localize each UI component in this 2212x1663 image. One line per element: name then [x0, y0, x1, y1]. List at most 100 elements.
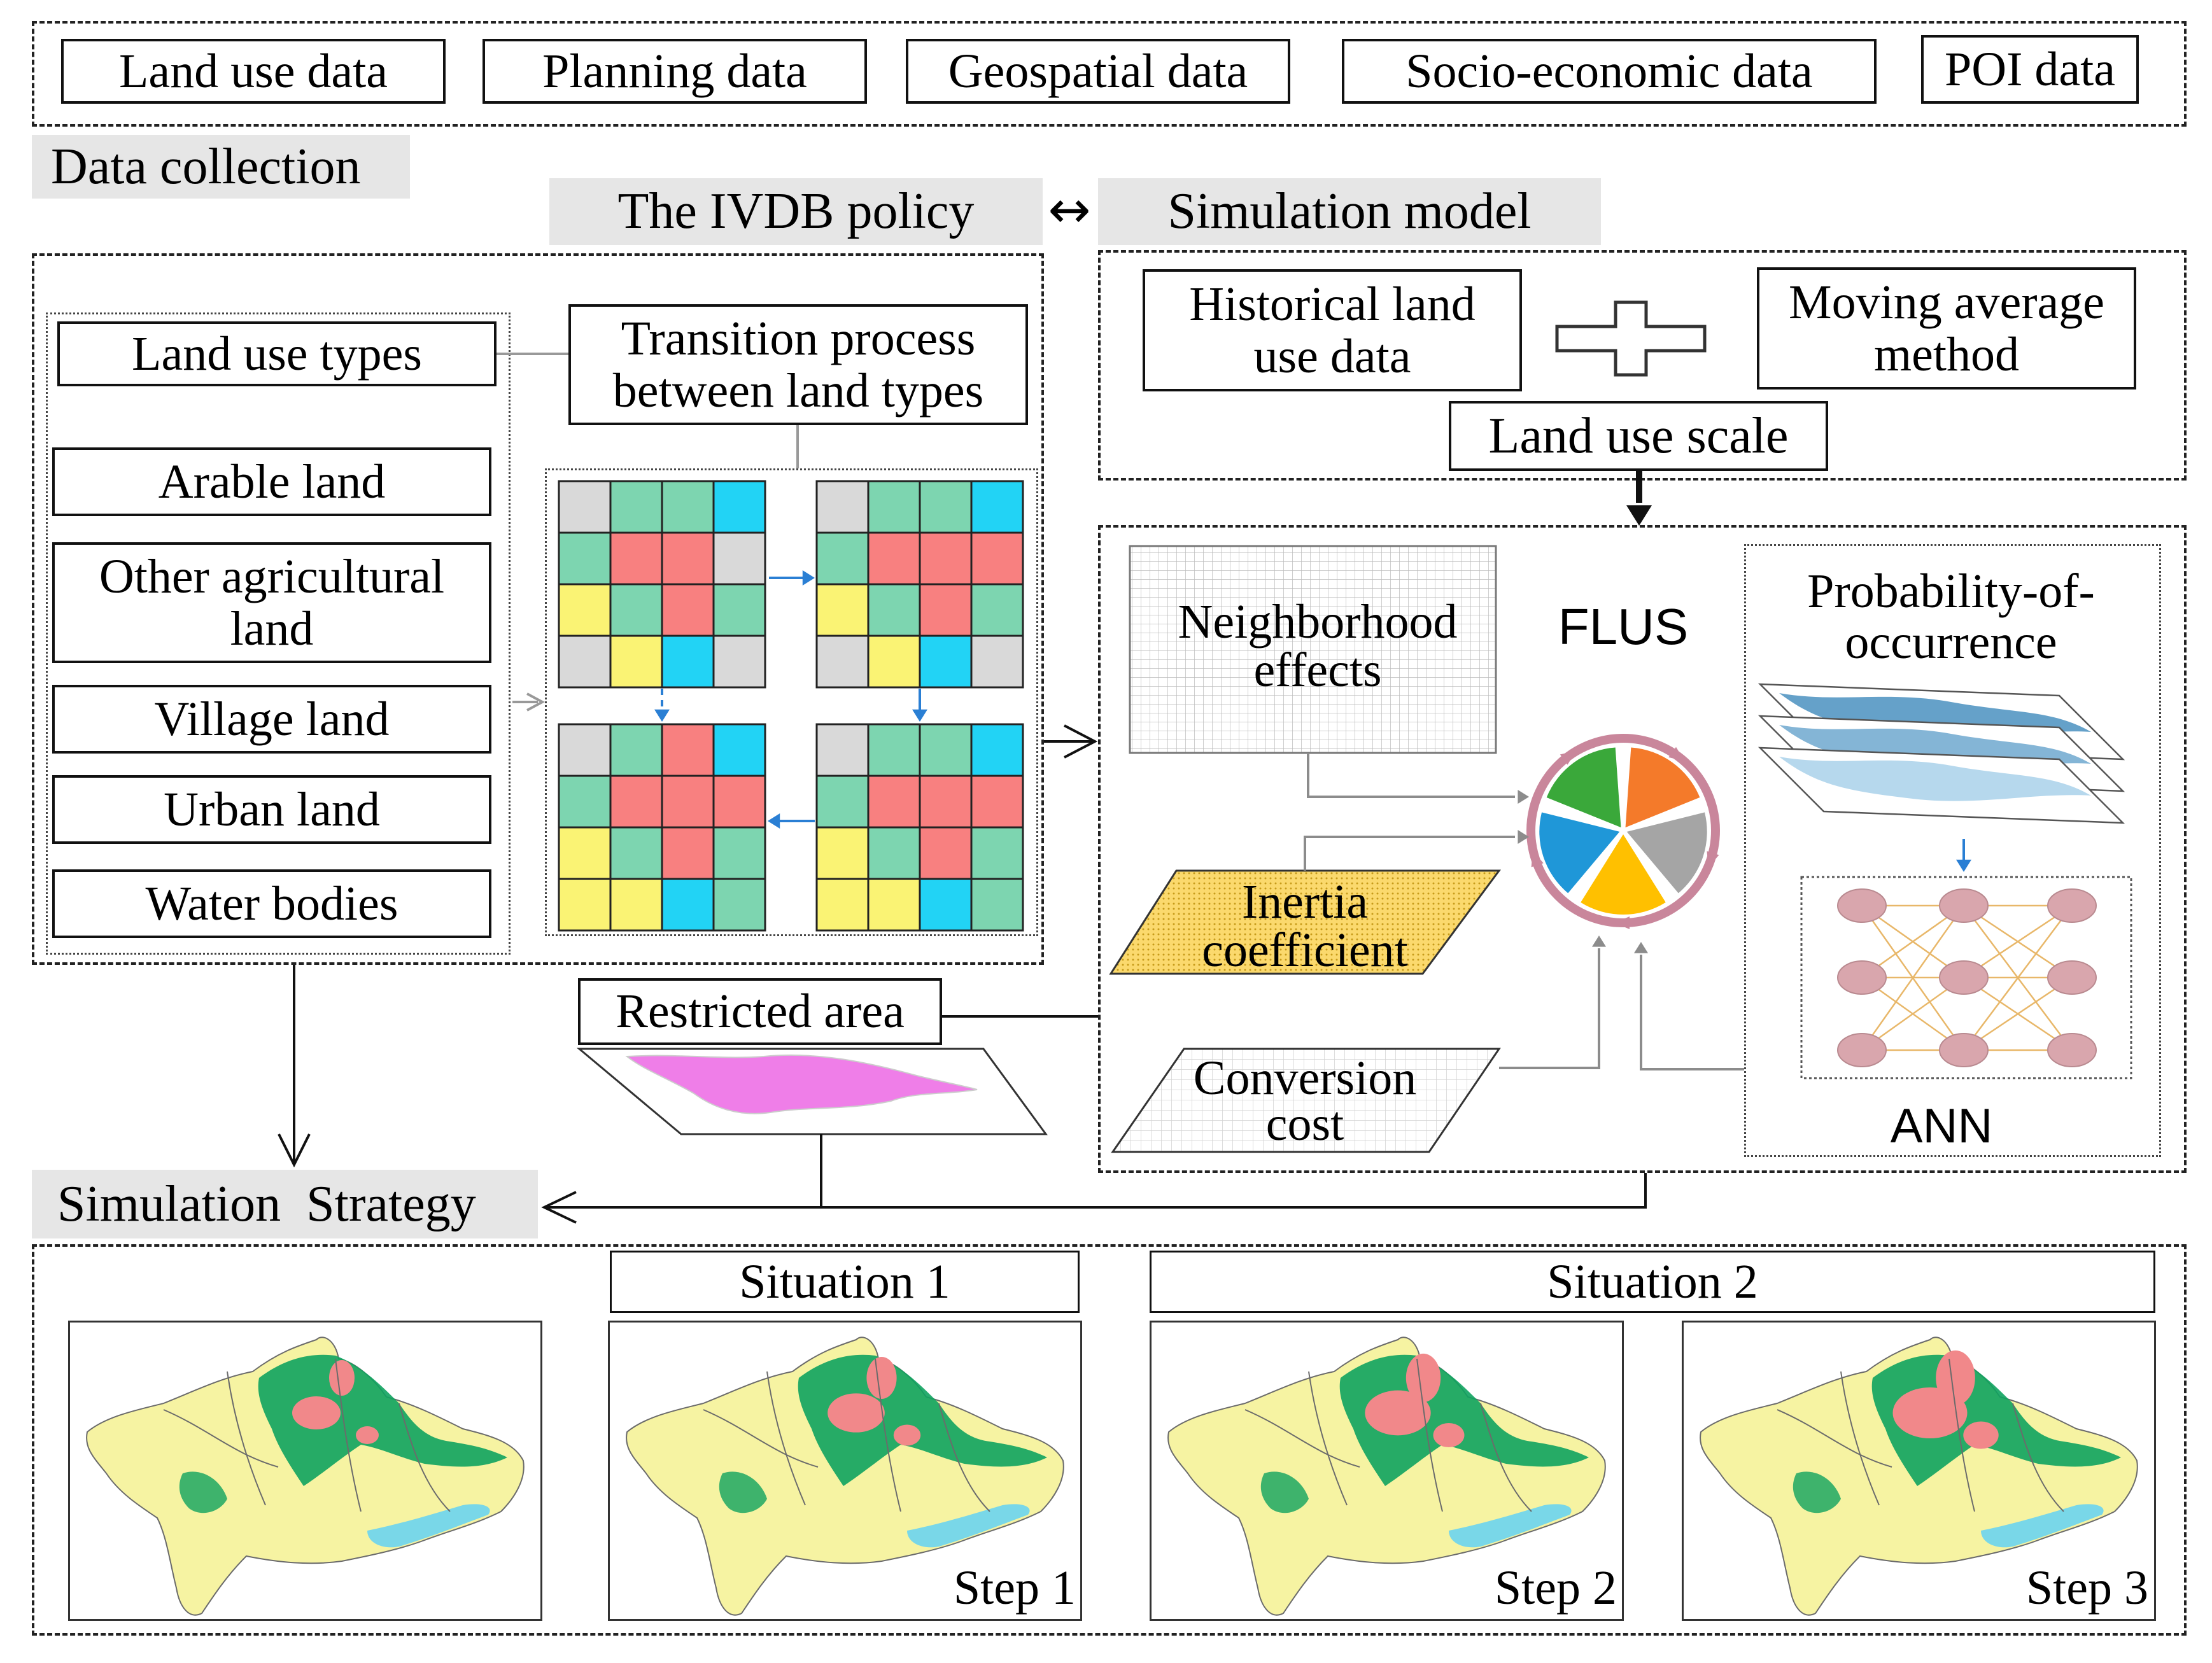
flus-slice-4: [1539, 812, 1620, 894]
grid-cell: [661, 723, 715, 777]
map-step-1: [608, 1321, 1082, 1621]
transition-grid-2: [815, 480, 1024, 689]
land-use-map-3: [1167, 1337, 1606, 1616]
grid-cell: [867, 583, 921, 637]
arrow-head: [1518, 830, 1529, 844]
grid-cell: [867, 723, 921, 777]
grid-cell: [919, 878, 973, 932]
grid-cell: [558, 878, 612, 932]
map-urban: [329, 1360, 355, 1396]
grid-cell: [867, 635, 921, 689]
arrow-head: [1634, 942, 1648, 953]
simulation-strategy-heading: Simulation Strategy: [32, 1170, 538, 1238]
grid-cell: [712, 878, 766, 932]
land-use-map-2: [626, 1337, 1064, 1616]
grid-cell: [661, 826, 715, 880]
land-use-scale-box: Land use scale: [1449, 401, 1828, 471]
grid-cell: [712, 723, 766, 777]
ann-edge: [1963, 904, 2073, 979]
ann-node: [1939, 1033, 1989, 1067]
map-boundaries: [1244, 1358, 1532, 1512]
flus-slice-5: [1546, 747, 1621, 828]
ann-node: [1939, 960, 1989, 995]
ring-arrow: [1614, 916, 1630, 929]
socio-economic-data-box: Socio-economic data: [1342, 39, 1877, 104]
data-collection-heading: Data collection: [32, 135, 410, 199]
planning-data-box: Planning data: [483, 39, 867, 104]
map-water: [1981, 1504, 2104, 1548]
flus-slice-2: [1626, 812, 1707, 894]
bidirectional-arrow: ↔: [1048, 180, 1091, 239]
grid-cell: [609, 583, 663, 637]
ann-node: [2047, 960, 2097, 995]
arrow-head: [1956, 859, 1971, 872]
map-boundaries: [163, 1358, 451, 1512]
ann-label: ANN: [1890, 1099, 1993, 1153]
ring-arrow: [1531, 850, 1544, 867]
arrow-head: [526, 692, 546, 712]
map-water: [367, 1504, 490, 1548]
situation-2-box: Situation 2: [1150, 1251, 2155, 1313]
map-baseline: [68, 1321, 542, 1621]
flus-slice-1: [1625, 747, 1700, 828]
grid-cell: [970, 723, 1024, 777]
probability-label: Probability-of-occurrence: [1807, 565, 2095, 669]
map-urban: [893, 1424, 921, 1446]
arrow-head: [1518, 790, 1529, 804]
map-forest-patch: [719, 1471, 767, 1513]
village-land-box: Village land: [52, 685, 491, 754]
map-step-2: [1150, 1321, 1624, 1621]
arrow-head: [541, 1191, 577, 1224]
historical-land-use-box: Historical land use data: [1143, 269, 1522, 391]
grid-cell: [558, 480, 612, 534]
ann-node: [1837, 888, 1887, 923]
arrow-head: [802, 570, 815, 586]
land-use-data-box: Land use data: [61, 39, 446, 104]
map-urban: [1365, 1390, 1431, 1436]
step-3-label: Step 3: [2025, 1561, 2148, 1615]
grid-cell: [558, 635, 612, 689]
grid-cell: [712, 635, 766, 689]
inertia-label: Inertia coefficient: [1202, 875, 1408, 977]
transition-grids-group: [545, 468, 1038, 936]
arrow-head: [912, 709, 927, 722]
grid-cell: [867, 878, 921, 932]
map-forest: [798, 1354, 1047, 1486]
land-use-map-4: [1700, 1337, 2138, 1616]
grid-cell: [661, 878, 715, 932]
map-forest-patch: [1260, 1471, 1309, 1513]
grid-cell: [970, 826, 1024, 880]
grid-cell: [970, 635, 1024, 689]
ann-edge: [1861, 905, 1965, 1051]
map-forest-patch: [179, 1471, 227, 1513]
inertia-parallelogram: [1109, 869, 1501, 975]
grid-cell: [970, 480, 1024, 534]
arrow-head: [1064, 724, 1098, 759]
grid-cell: [970, 531, 1024, 586]
ann-node: [1939, 888, 1989, 923]
grid-cell: [661, 531, 715, 586]
urban-land-box: Urban land: [52, 775, 491, 844]
grid-cell: [609, 723, 663, 777]
grid-cell: [558, 723, 612, 777]
grid-cell: [661, 775, 715, 829]
grid-cell: [815, 635, 870, 689]
ann-node: [1837, 1033, 1887, 1067]
conversion-parallelogram: [1111, 1048, 1501, 1153]
arrow-head: [768, 813, 780, 829]
land-use-map-1: [86, 1337, 525, 1616]
land-types-group: [46, 312, 511, 955]
simulation-model-heading: Simulation model: [1098, 178, 1601, 245]
poi-data-box: POI data: [1921, 35, 2139, 104]
connector-inertia-flus: [1304, 836, 1515, 871]
grid-cell: [919, 583, 973, 637]
map-urban: [828, 1393, 885, 1433]
map-boundaries: [703, 1358, 990, 1512]
map-urban: [1405, 1353, 1441, 1403]
ann-edge: [1962, 905, 2073, 1051]
transition-grid-4: [815, 723, 1024, 932]
step-1-label: Step 1: [953, 1561, 1076, 1615]
flus-label: FLUS: [1558, 598, 1689, 655]
